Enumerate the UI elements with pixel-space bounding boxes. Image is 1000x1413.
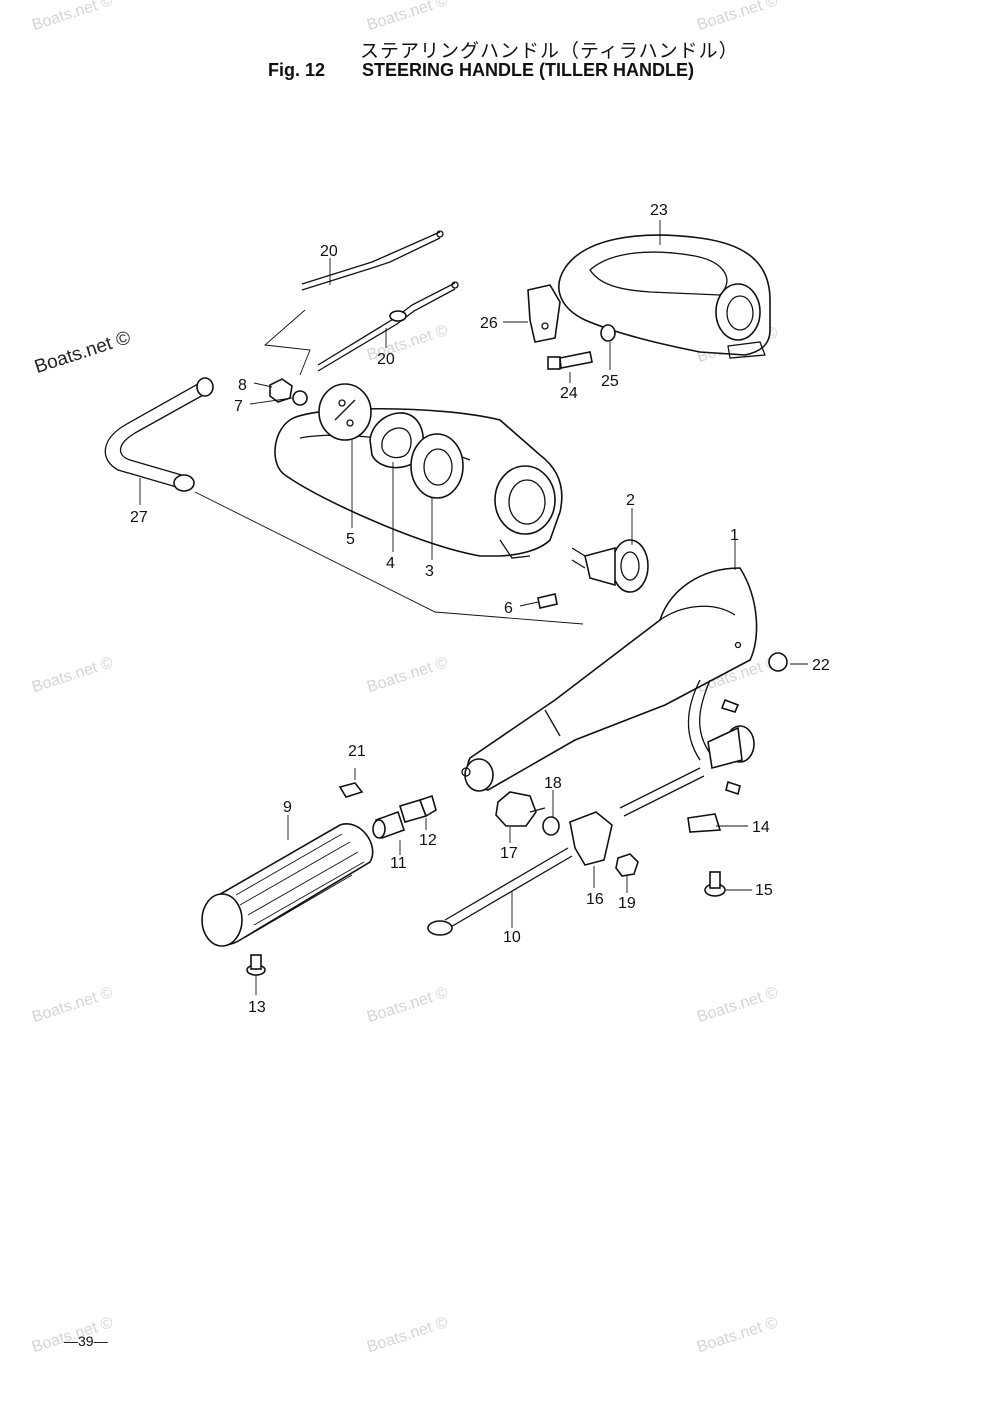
part-7-washer [292,390,308,406]
part-22-plug [768,652,788,672]
part-6-pin [537,593,558,609]
callout-27: 27 [130,509,148,526]
part-11-collar [372,810,406,840]
part-10-rod [427,847,573,936]
title-japanese: ステアリングハンドル（ティラハンドル） [360,40,739,62]
callout-7: 7 [234,398,243,415]
callout-9: 9 [283,799,292,816]
part-13-screw [246,954,266,976]
part-21-plate [338,782,364,798]
part-9-grip [201,823,374,947]
callout-21: 21 [348,743,366,760]
part-26-plate [527,284,561,343]
callout-26: 26 [480,315,498,332]
callout-10: 10 [503,929,521,946]
part-18-washer [542,816,560,836]
callout-8: 8 [238,377,247,394]
part-5-plate [318,383,372,441]
part-15-screw [704,871,726,897]
callout-6: 6 [504,600,513,617]
part-23-bracket [558,234,771,359]
callout-14: 14 [752,819,770,836]
title-english: STEERING HANDLE (TILLER HANDLE) [362,60,694,80]
callout-5: 5 [346,531,355,548]
callout-16: 16 [586,891,604,908]
part-2-grommet [571,539,649,593]
part-27-hose [104,377,214,492]
leader-lines [139,220,808,995]
callout-2: 2 [626,492,635,509]
figure-number: Fig. 12 [268,60,326,80]
callout-17: 17 [500,845,518,862]
callout-20-upper: 20 [320,243,338,260]
callout-13: 13 [248,999,266,1016]
leader-line [263,309,311,376]
part-14-plate [687,813,722,833]
part-24-bolt [547,351,593,370]
part-17-knob [495,791,546,827]
page-number: —39— [64,1333,108,1349]
callout-4: 4 [386,555,395,572]
callout-3: 3 [425,563,434,580]
part-3-ring [410,433,464,499]
callout-11: 11 [390,855,407,872]
callout-1: 1 [730,527,739,544]
part-20-cables [301,230,459,372]
callout-12: 12 [419,832,437,849]
callout-24: 24 [560,385,578,402]
callout-15: 15 [755,882,773,899]
leader-line [194,491,584,625]
callout-19: 19 [618,895,636,912]
part-12-bushing [398,794,437,823]
callout-labels: 1 2 3 4 5 6 7 8 9 10 11 12 13 14 15 16 1… [130,202,830,1016]
part-1-handle-body [461,567,758,792]
callout-25: 25 [601,373,619,390]
callout-18: 18 [544,775,562,792]
part-16-block [569,811,613,866]
callout-20-lower: 20 [377,351,395,368]
part-19-nut [615,853,639,877]
part-25-washer [600,324,616,342]
callout-22: 22 [812,657,830,674]
callout-23: 23 [650,202,668,219]
throttle-switch-assembly [619,679,755,817]
